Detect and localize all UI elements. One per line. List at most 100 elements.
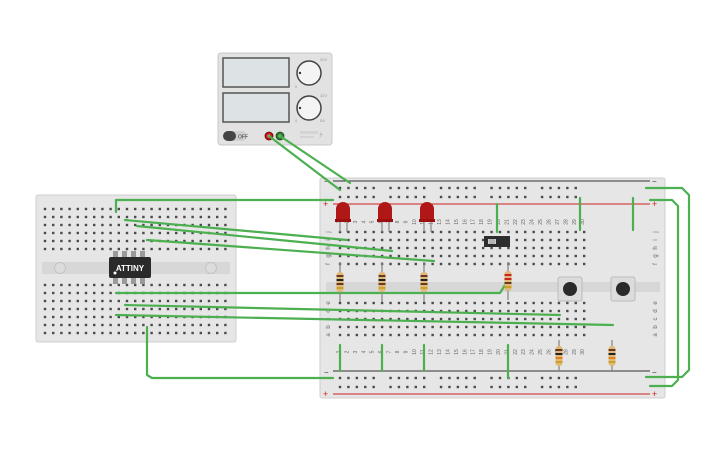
breadboard-hole[interactable] bbox=[507, 254, 510, 258]
small-breadboard-hole[interactable] bbox=[76, 307, 79, 311]
breadboard-hole[interactable] bbox=[473, 317, 476, 321]
small-breadboard-hole[interactable] bbox=[207, 299, 211, 303]
small-breadboard-hole[interactable] bbox=[134, 323, 137, 327]
small-breadboard-hole[interactable] bbox=[166, 307, 170, 311]
rail-hole[interactable] bbox=[347, 186, 350, 190]
breadboard-hole[interactable] bbox=[557, 238, 561, 242]
small-breadboard-hole[interactable] bbox=[183, 231, 186, 235]
rail-hole[interactable] bbox=[448, 385, 451, 389]
small-breadboard-hole[interactable] bbox=[142, 323, 145, 327]
small-breadboard-hole[interactable] bbox=[76, 315, 79, 319]
breadboard-hole[interactable] bbox=[481, 309, 485, 313]
rail-hole[interactable] bbox=[507, 186, 510, 190]
breadboard-hole[interactable] bbox=[566, 325, 569, 329]
breadboard-hole[interactable] bbox=[431, 262, 434, 266]
rail-hole[interactable] bbox=[515, 186, 519, 190]
small-breadboard-hole[interactable] bbox=[93, 223, 96, 227]
breadboard-hole[interactable] bbox=[481, 230, 485, 234]
breadboard-hole[interactable] bbox=[473, 309, 476, 313]
breadboard-hole[interactable] bbox=[566, 301, 569, 305]
breadboard-hole[interactable] bbox=[372, 333, 375, 337]
small-breadboard-hole[interactable] bbox=[166, 231, 170, 235]
wire-chip-pin-5[interactable] bbox=[123, 303, 562, 317]
rail-hole[interactable] bbox=[566, 376, 569, 380]
breadboard-hole[interactable] bbox=[364, 333, 367, 337]
breadboard-hole[interactable] bbox=[456, 238, 460, 242]
small-breadboard-hole[interactable] bbox=[142, 315, 145, 319]
small-breadboard-hole[interactable] bbox=[175, 247, 178, 251]
breadboard-hole[interactable] bbox=[473, 333, 476, 337]
rail-hole[interactable] bbox=[490, 376, 493, 380]
breadboard-hole[interactable] bbox=[414, 254, 417, 258]
rail-hole[interactable] bbox=[566, 186, 569, 190]
current-knob[interactable] bbox=[296, 95, 322, 121]
breadboard-hole[interactable] bbox=[574, 262, 577, 266]
rail-hole[interactable] bbox=[448, 195, 451, 199]
breadboard-hole[interactable] bbox=[397, 333, 401, 337]
rail-hole[interactable] bbox=[397, 385, 401, 389]
breadboard-hole[interactable] bbox=[448, 230, 451, 234]
small-breadboard-hole[interactable] bbox=[101, 215, 104, 219]
breadboard-hole[interactable] bbox=[389, 301, 392, 305]
breadboard-hole[interactable] bbox=[524, 325, 527, 329]
breadboard-hole[interactable] bbox=[515, 230, 519, 234]
push-button-2[interactable] bbox=[610, 276, 636, 302]
rail-hole[interactable] bbox=[355, 376, 359, 380]
small-breadboard-hole[interactable] bbox=[117, 215, 120, 219]
small-breadboard-hole[interactable] bbox=[166, 223, 170, 227]
rail-hole[interactable] bbox=[507, 385, 510, 389]
breadboard-hole[interactable] bbox=[372, 262, 375, 266]
breadboard-hole[interactable] bbox=[524, 238, 527, 242]
breadboard-hole[interactable] bbox=[532, 325, 535, 329]
resistor-6[interactable] bbox=[608, 340, 616, 372]
breadboard-hole[interactable] bbox=[566, 309, 569, 313]
rail-hole[interactable] bbox=[540, 385, 544, 389]
small-breadboard-hole[interactable] bbox=[150, 247, 153, 251]
small-breadboard-hole[interactable] bbox=[101, 315, 104, 319]
breadboard-hole[interactable] bbox=[355, 325, 359, 329]
small-breadboard-hole[interactable] bbox=[43, 215, 47, 219]
small-breadboard-hole[interactable] bbox=[76, 331, 79, 335]
breadboard-hole[interactable] bbox=[557, 325, 561, 329]
small-breadboard-hole[interactable] bbox=[93, 231, 96, 235]
small-breadboard-hole[interactable] bbox=[84, 299, 88, 303]
breadboard-hole[interactable] bbox=[549, 333, 552, 337]
small-breadboard-hole[interactable] bbox=[191, 283, 194, 287]
small-breadboard-hole[interactable] bbox=[117, 307, 120, 311]
breadboard-hole[interactable] bbox=[397, 301, 401, 305]
breadboard-hole[interactable] bbox=[423, 317, 426, 321]
breadboard-hole[interactable] bbox=[507, 246, 510, 250]
small-breadboard-hole[interactable] bbox=[84, 315, 88, 319]
small-breadboard-hole[interactable] bbox=[76, 323, 79, 327]
rail-hole[interactable] bbox=[439, 195, 443, 199]
small-breadboard-hole[interactable] bbox=[191, 207, 194, 211]
breadboard-hole[interactable] bbox=[557, 309, 561, 313]
small-breadboard-hole[interactable] bbox=[207, 239, 211, 243]
small-breadboard-hole[interactable] bbox=[150, 231, 153, 235]
small-breadboard-hole[interactable] bbox=[84, 323, 88, 327]
breadboard-hole[interactable] bbox=[540, 333, 544, 337]
breadboard-hole[interactable] bbox=[490, 246, 493, 250]
breadboard-hole[interactable] bbox=[498, 317, 502, 321]
breadboard-hole[interactable] bbox=[540, 317, 544, 321]
small-breadboard-hole[interactable] bbox=[199, 223, 202, 227]
small-breadboard-hole[interactable] bbox=[125, 223, 129, 227]
small-breadboard-hole[interactable] bbox=[43, 223, 47, 227]
breadboard-hole[interactable] bbox=[439, 246, 443, 250]
breadboard-hole[interactable] bbox=[439, 325, 443, 329]
small-breadboard-hole[interactable] bbox=[117, 223, 120, 227]
breadboard-hole[interactable] bbox=[465, 333, 468, 337]
breadboard-hole[interactable] bbox=[423, 246, 426, 250]
attiny-chip[interactable]: ATTINY bbox=[109, 251, 151, 284]
small-breadboard-hole[interactable] bbox=[68, 207, 71, 211]
small-breadboard-hole[interactable] bbox=[224, 299, 227, 303]
small-breadboard-hole[interactable] bbox=[224, 239, 227, 243]
breadboard-hole[interactable] bbox=[347, 246, 350, 250]
breadboard-hole[interactable] bbox=[532, 254, 535, 258]
breadboard-hole[interactable] bbox=[456, 325, 460, 329]
breadboard-hole[interactable] bbox=[490, 325, 493, 329]
rail-hole[interactable] bbox=[557, 385, 561, 389]
breadboard-hole[interactable] bbox=[524, 317, 527, 321]
breadboard-hole[interactable] bbox=[582, 238, 586, 242]
small-breadboard-hole[interactable] bbox=[76, 239, 79, 243]
